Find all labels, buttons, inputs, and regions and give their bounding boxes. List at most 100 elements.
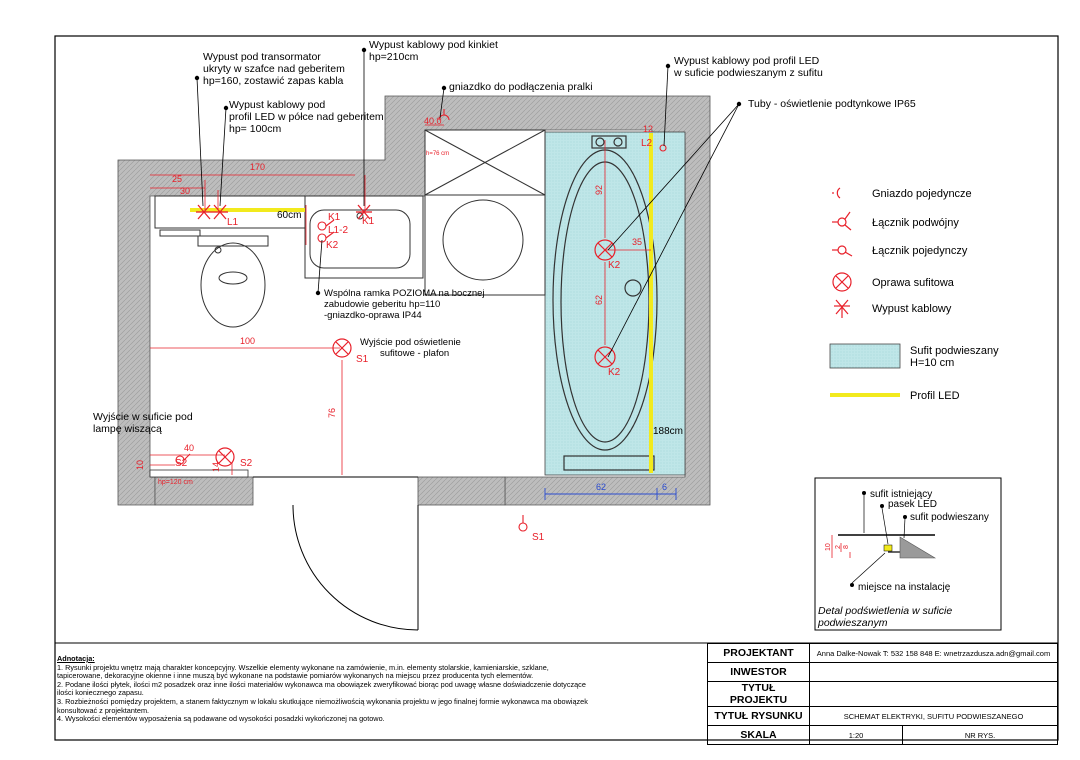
note-line: 1. Rysunki projektu wnętrz mają charakte…	[57, 662, 549, 672]
detail-dim-10: 10	[825, 543, 832, 551]
leader-lines	[196, 50, 740, 358]
note-line: tapicerowane, dekoracyjne okienne i inne…	[57, 671, 534, 681]
legend-led-label: Profil LED	[910, 390, 960, 402]
hp-76: h=76 cm	[426, 151, 449, 157]
led-detail: sufit istniejący pasek LED sufit podwies…	[814, 477, 1002, 631]
dim-100: 100	[240, 336, 255, 346]
hp-120: hp=120 cm	[158, 479, 193, 486]
mark-S2b: S2	[240, 458, 253, 469]
cable-outlets	[196, 204, 372, 220]
legend-suspended-swatch	[829, 343, 901, 369]
label-frame-1: Wspólna ramka POZIOMA na bocznej	[324, 288, 485, 299]
low-cabinet	[149, 469, 249, 478]
mark-S2a: S2	[175, 458, 188, 469]
detail-frame	[814, 477, 1002, 631]
door	[253, 476, 419, 631]
label-sconce-2: hp=210cm	[369, 51, 419, 63]
notes: Adnotacja: 1. Rysunki projektu wnętrz ma…	[57, 654, 707, 724]
dim-60cm: 60cm	[277, 210, 301, 221]
legend-socket-label: Gniazdo pojedyncze	[872, 188, 972, 200]
dim-12: 12	[643, 124, 653, 134]
label-tubes: Tuby - oświetlenie podtynkowe IP65	[748, 98, 916, 110]
mark-K2c: K2	[608, 367, 621, 378]
sheet-no-label: NR RYS.	[902, 725, 1058, 745]
mark-L2: L2	[641, 138, 653, 149]
mark-L1: L1	[227, 217, 239, 228]
note-line: 3. Rozbieżności pomiędzy projektem, a st…	[57, 696, 588, 706]
label-sconce-1: Wypust kablowy pod kinkiet	[369, 39, 498, 51]
legend-socket-icon	[832, 187, 841, 199]
mark-S1b: S1	[532, 532, 545, 543]
electrical-dimensions	[150, 124, 651, 475]
dim-6: 6	[662, 482, 667, 492]
dim-10: 10	[135, 460, 145, 470]
note-line: ilości koniecznego zapasu.	[57, 688, 144, 698]
notes-heading: Adnotacja:	[57, 654, 95, 663]
dim-76: 76	[327, 408, 337, 418]
title-block: PROJEKTANT Anna Dalke-Nowak T: 532 158 8…	[707, 643, 1058, 745]
legend-single-switch-icon	[832, 245, 853, 257]
label-led-shelf-3: hp= 100cm	[229, 123, 281, 135]
legend-cable-outlet-icon	[834, 299, 850, 318]
dim-62-bath: 62	[596, 482, 606, 492]
legend-ceiling-fixture-label: Oprawa sufitowa	[872, 277, 955, 289]
legend-single-switch-label: Łącznik pojedynczy	[872, 245, 968, 257]
note-line: 2. Podane ilości płytek, ilości m2 posad…	[57, 679, 586, 689]
ceiling-fixture-plafon	[332, 338, 352, 358]
label-pendant-2: lampę wiszącą	[93, 423, 162, 435]
dim-92: 92	[594, 185, 604, 195]
red-texts: 25 30 170 100 76 40 10 14 35 92 62 40.0 …	[135, 116, 653, 543]
label-led-ceiling-1: Wypust kablowy pod profil LED	[674, 55, 820, 67]
mark-K1a: K1	[328, 212, 341, 223]
mark-S1a: S1	[356, 354, 369, 365]
walls	[117, 95, 711, 506]
dim-14: 14	[211, 462, 221, 472]
label-transformer-1: Wypust pod transormator	[203, 51, 321, 63]
detail-existing-label: sufit istniejący	[870, 489, 932, 500]
designer-label: PROJEKTANT	[707, 643, 810, 663]
label-led-shelf-2: profil LED w półce nad geberitem	[229, 111, 384, 123]
ceiling-fixture-k2-bottom	[594, 346, 616, 368]
detail-dim-8: 8	[843, 545, 850, 549]
label-led-ceiling-2: w suficie podwieszanym z sufitu	[673, 67, 823, 79]
legend-double-switch-label: Łącznik podwójny	[872, 217, 959, 229]
mark-K2a: K2	[326, 240, 339, 251]
legend-suspended-label-1: Sufit podwieszany	[910, 345, 999, 357]
label-led-shelf-1: Wypust kablowy pod	[229, 99, 325, 111]
legend: Gniazdo pojedyncze Łącznik podwójny Łącz…	[829, 187, 999, 402]
drawing-label: TYTUŁ RYSUNKU	[707, 706, 810, 726]
dim-40: 40	[184, 443, 194, 453]
sheet-border	[54, 35, 1059, 741]
detail-place-label: miejsce na instalację	[858, 582, 951, 593]
designer-value: Anna Dalke-Nowak T: 532 158 848 E: wnetr…	[809, 643, 1058, 663]
washbasin	[304, 195, 424, 279]
note-line: 4. Wysokości elementów wyposażenia są po…	[57, 714, 385, 724]
ceiling-fixture-pendant	[215, 447, 235, 467]
dim-25: 25	[172, 174, 182, 184]
legend-double-switch-icon	[832, 211, 852, 231]
label-frame-2: zabudowie geberitu hp=110	[324, 299, 440, 310]
label-plafon-1: Wyjście pod oświetlenie	[360, 337, 461, 348]
project-value	[809, 681, 1058, 707]
note-line: konsultować z projektantem.	[57, 705, 150, 715]
mark-K1b: K1	[362, 216, 375, 227]
dim-188: 188cm	[653, 426, 683, 437]
label-pendant-1: Wyjście w suficie pod	[93, 411, 193, 423]
detail-caption-2: podwieszanym	[817, 617, 888, 629]
dim-35: 35	[632, 237, 642, 247]
dim-400: 40.0	[424, 116, 442, 126]
detail-caption-1: Detal podświetlenia w suficie	[818, 605, 952, 617]
investor-value	[809, 662, 1058, 682]
mark-K2b: K2	[608, 260, 621, 271]
label-washer-socket: gniazdko do podłączenia pralki	[449, 81, 593, 93]
dim-170: 170	[250, 162, 265, 172]
legend-suspended-label-2: H=10 cm	[910, 357, 954, 369]
label-transformer-2: ukryty w szafce nad geberitem	[203, 63, 345, 75]
led-profiles	[190, 133, 653, 473]
scale-value: 1:20	[808, 725, 904, 745]
detail-suspended-label: sufit podwieszany	[910, 512, 989, 523]
legend-cable-outlet-label: Wypust kablowy	[872, 303, 952, 315]
scale-label: SKALA	[707, 725, 810, 745]
project-label: TYTUŁ PROJEKTU	[707, 681, 810, 707]
